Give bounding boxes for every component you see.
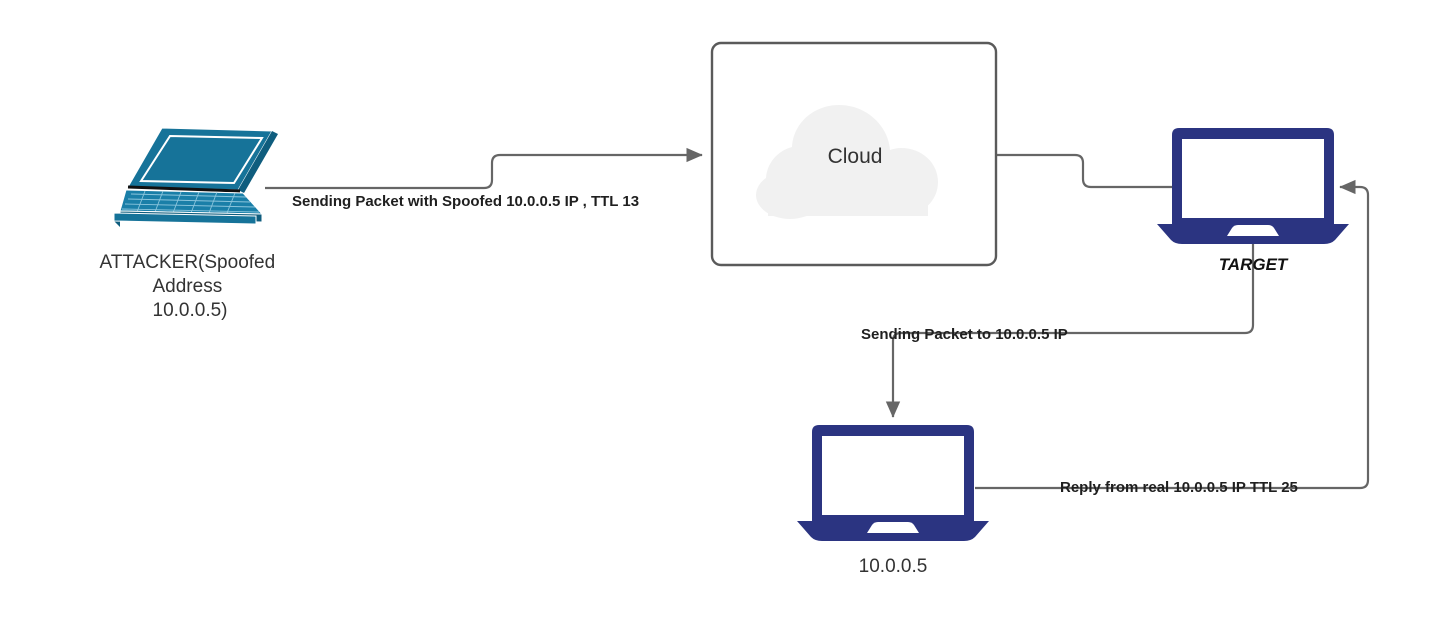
cloud-icon bbox=[756, 105, 938, 219]
node-attacker-laptop[interactable]: ATTACKER(Spoofed Address 10.0.0.5) bbox=[100, 127, 281, 321]
edge-attacker-to-cloud bbox=[265, 147, 703, 190]
connector-attacker-cloud bbox=[265, 147, 703, 190]
attacker-label: ATTACKER(Spoofed Address 10.0.0.5) bbox=[100, 252, 281, 321]
attacker-label-line-1: ATTACKER(Spoofed bbox=[100, 252, 276, 273]
node-cloud[interactable]: Cloud bbox=[710, 41, 998, 267]
laptop-icon bbox=[797, 425, 989, 541]
target-label: TARGET bbox=[1219, 255, 1289, 274]
connector-cloud-target bbox=[996, 153, 1172, 189]
edge-label-target-to-victim: Sending Packet to 10.0.0.5 IP bbox=[861, 326, 1068, 343]
edge-target-to-victim bbox=[885, 240, 1255, 418]
node-target-laptop[interactable]: TARGET bbox=[1157, 128, 1349, 274]
victim-label: 10.0.0.5 bbox=[859, 556, 928, 577]
laptop-icon bbox=[113, 127, 278, 227]
attacker-label-line-2: Address bbox=[153, 276, 223, 297]
cloud-label: Cloud bbox=[828, 145, 883, 168]
connector-target-victim bbox=[885, 240, 1255, 418]
edge-label-victim-to-target: Reply from real 10.0.0.5 IP TTL 25 bbox=[1060, 479, 1298, 496]
edge-label-attacker-to-cloud: Sending Packet with Spoofed 10.0.0.5 IP … bbox=[292, 193, 639, 210]
edge-cloud-to-target bbox=[996, 153, 1172, 189]
attacker-label-line-3: 10.0.0.5) bbox=[153, 300, 228, 321]
edge-victim-to-target bbox=[975, 179, 1370, 490]
node-victim-laptop[interactable]: 10.0.0.5 bbox=[797, 425, 989, 577]
connector-victim-target bbox=[975, 179, 1370, 490]
laptop-icon bbox=[1157, 128, 1349, 244]
